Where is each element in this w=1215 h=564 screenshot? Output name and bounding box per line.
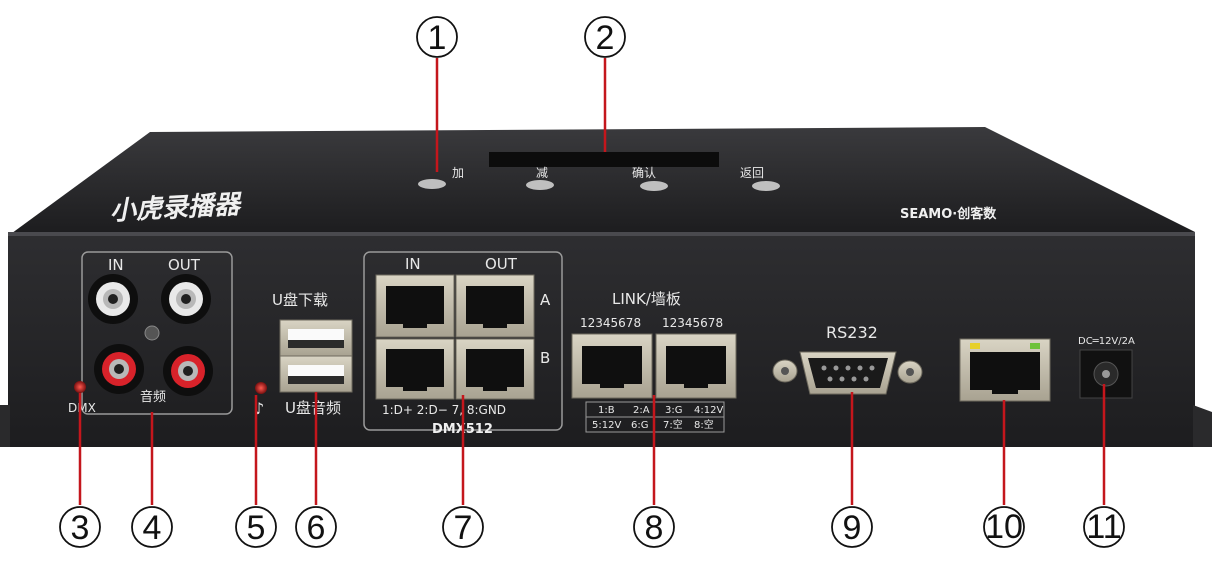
chassis-top xyxy=(8,127,1195,236)
callout-5: 5 xyxy=(235,506,277,548)
link-map-7: 7:空 xyxy=(663,418,683,431)
link-pins-left: 12345678 xyxy=(580,316,641,330)
callout-1: 1 xyxy=(416,16,458,58)
callout-2-number: 2 xyxy=(596,19,615,57)
callout-5-number: 5 xyxy=(247,509,266,547)
link-pins-right: 12345678 xyxy=(662,316,723,330)
callout-9: 9 xyxy=(831,506,873,548)
dmx512-out-label: OUT xyxy=(485,255,518,273)
link-map-6: 6:G xyxy=(631,420,648,431)
rj45-dmx-out-a[interactable] xyxy=(455,274,535,338)
dmx-led-icon xyxy=(74,381,86,393)
link-map-2: 2:A xyxy=(633,405,650,416)
top-button-back[interactable]: 返回 xyxy=(740,166,780,191)
rj45-dmx-out-b[interactable] xyxy=(455,338,535,400)
chassis-edge xyxy=(8,232,1195,236)
top-button-minus[interactable]: 减 xyxy=(526,166,554,190)
usb-download-label: U盘下载 xyxy=(272,291,328,309)
usb-audio-label: U盘音频 xyxy=(285,399,341,417)
link-map-3: 3:G xyxy=(665,405,682,416)
dmx512-row-b-label: B xyxy=(540,349,550,367)
link-title: LINK/墙板 xyxy=(612,290,681,308)
callout-1-number: 1 xyxy=(428,19,447,57)
rs232-label: RS232 xyxy=(826,323,878,342)
callout-6-number: 6 xyxy=(307,509,326,547)
dc-power-label: DC═12V/2A xyxy=(1078,336,1135,347)
audio-label: 音频 xyxy=(140,389,166,405)
callout-3: 3 xyxy=(59,506,101,548)
panel-screw-icon xyxy=(144,325,160,341)
top-button-minus-label: 减 xyxy=(536,166,548,180)
music-led-icon xyxy=(255,382,267,394)
callout-4-number: 4 xyxy=(143,509,162,547)
callout-9-number: 9 xyxy=(843,509,862,547)
rca-out-white[interactable] xyxy=(161,274,211,324)
dmx512-row-a-label: A xyxy=(540,291,551,309)
callout-lines xyxy=(78,58,1106,505)
dmx512-pinout: 1:D+ 2:D− 7, 8:GND xyxy=(382,403,506,417)
rca-in-red[interactable] xyxy=(94,344,144,394)
music-note-icon: ♪ xyxy=(254,399,264,418)
dmx-led-label: DMX xyxy=(68,401,96,415)
callout-8: 8 xyxy=(633,506,675,548)
audio-out-label: OUT xyxy=(168,256,201,274)
callout-10: 10 xyxy=(983,506,1025,548)
rj45-dmx-in-a[interactable] xyxy=(375,274,455,338)
rj45-link-left[interactable] xyxy=(571,333,653,399)
brand-right: SEAMO·创客数 xyxy=(900,206,997,222)
callout-7: 7 xyxy=(442,506,484,548)
callout-11: 11 xyxy=(1083,506,1125,548)
usb-port-bottom[interactable] xyxy=(279,355,353,393)
foot-left xyxy=(0,405,10,447)
top-button-confirm[interactable]: 确认 xyxy=(632,166,668,191)
dc-power-jack[interactable] xyxy=(1079,349,1133,399)
top-button-confirm-label: 确认 xyxy=(632,166,656,180)
callout-4: 4 xyxy=(131,506,173,548)
rca-in-white[interactable] xyxy=(88,274,138,324)
callout-7-number: 7 xyxy=(454,509,473,547)
callout-11-number: 11 xyxy=(1086,508,1121,546)
rca-out-red[interactable] xyxy=(163,346,213,396)
audio-in-label: IN xyxy=(108,256,124,274)
top-button-plus[interactable]: 加 xyxy=(418,166,464,189)
rj45-ethernet-port[interactable] xyxy=(959,338,1051,402)
db9-rs232-port[interactable] xyxy=(772,351,923,395)
usb-port-top[interactable] xyxy=(279,319,353,357)
rj45-link-right[interactable] xyxy=(655,333,737,399)
lcd-window xyxy=(489,152,719,167)
callout-2: 2 xyxy=(584,16,626,58)
rj45-dmx-in-b[interactable] xyxy=(375,338,455,400)
top-button-plus-label: 加 xyxy=(452,166,464,180)
audio-frame xyxy=(81,251,233,415)
brand-left: 小虎录播器 xyxy=(109,190,243,227)
dmx512-in-label: IN xyxy=(405,255,421,273)
callout-10-number: 10 xyxy=(985,508,1023,546)
callout-8-number: 8 xyxy=(645,509,664,547)
top-button-back-label: 返回 xyxy=(740,166,764,180)
link-map-1: 1:B xyxy=(598,405,615,416)
callout-6: 6 xyxy=(295,506,337,548)
callout-3-number: 3 xyxy=(71,509,90,547)
link-map-8: 8:空 xyxy=(694,418,714,431)
foot-right xyxy=(1193,405,1212,447)
link-map-4: 4:12V xyxy=(694,405,723,416)
link-map-5: 5:12V xyxy=(592,420,621,431)
